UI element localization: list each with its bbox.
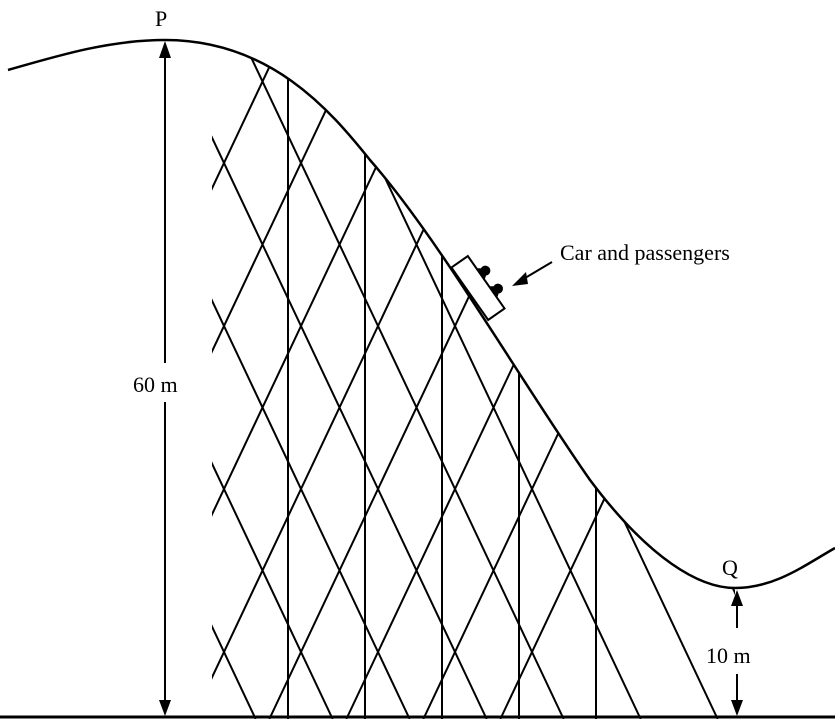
- lattice-brace: [212, 40, 257, 719]
- lattice-brace: [608, 40, 735, 719]
- lattice-brace: [212, 40, 334, 719]
- lattice-brace: [212, 40, 456, 719]
- point-q-label: Q: [722, 555, 738, 580]
- lattice-brace: [212, 40, 225, 719]
- coaster-track: [7, 38, 835, 590]
- height-10m-label: 10 m: [706, 643, 751, 668]
- lattice-brace: [212, 40, 488, 719]
- passenger-icon: [476, 265, 491, 280]
- lattice-brace: [212, 40, 533, 719]
- car-pointer-arrow: [512, 261, 553, 286]
- lattice-brace: [422, 40, 735, 719]
- lattice-brace: [212, 40, 302, 719]
- lattice-brace: [300, 40, 642, 719]
- height-arrow-top: [159, 41, 171, 716]
- lattice-brace: [377, 40, 719, 719]
- lattice-brace: [212, 40, 411, 719]
- height-arrow-bottom: [731, 590, 743, 716]
- car-caption: Car and passengers: [560, 240, 730, 265]
- lattice-brace: [0, 0, 179, 719]
- lattice-brace: [0, 0, 147, 719]
- lattice-brace: [268, 40, 610, 719]
- passenger-icon: [489, 283, 503, 298]
- lattice-brace: [685, 40, 735, 719]
- lattice-brace: [0, 0, 102, 719]
- point-p-label: P: [155, 6, 167, 31]
- lattice-brace: [763, 0, 835, 719]
- lattice-brace: [531, 40, 735, 719]
- lattice-verticals: [287, 40, 597, 719]
- height-60m-label: 60 m: [133, 372, 178, 397]
- coaster-car: [450, 254, 506, 322]
- lattice-brace: [0, 0, 25, 719]
- lattice-brace: [345, 40, 687, 719]
- lattice-brace: [212, 40, 379, 719]
- lattice-brace: [223, 40, 565, 719]
- lattice-brace: [454, 40, 735, 719]
- lattice-brace: [0, 0, 70, 719]
